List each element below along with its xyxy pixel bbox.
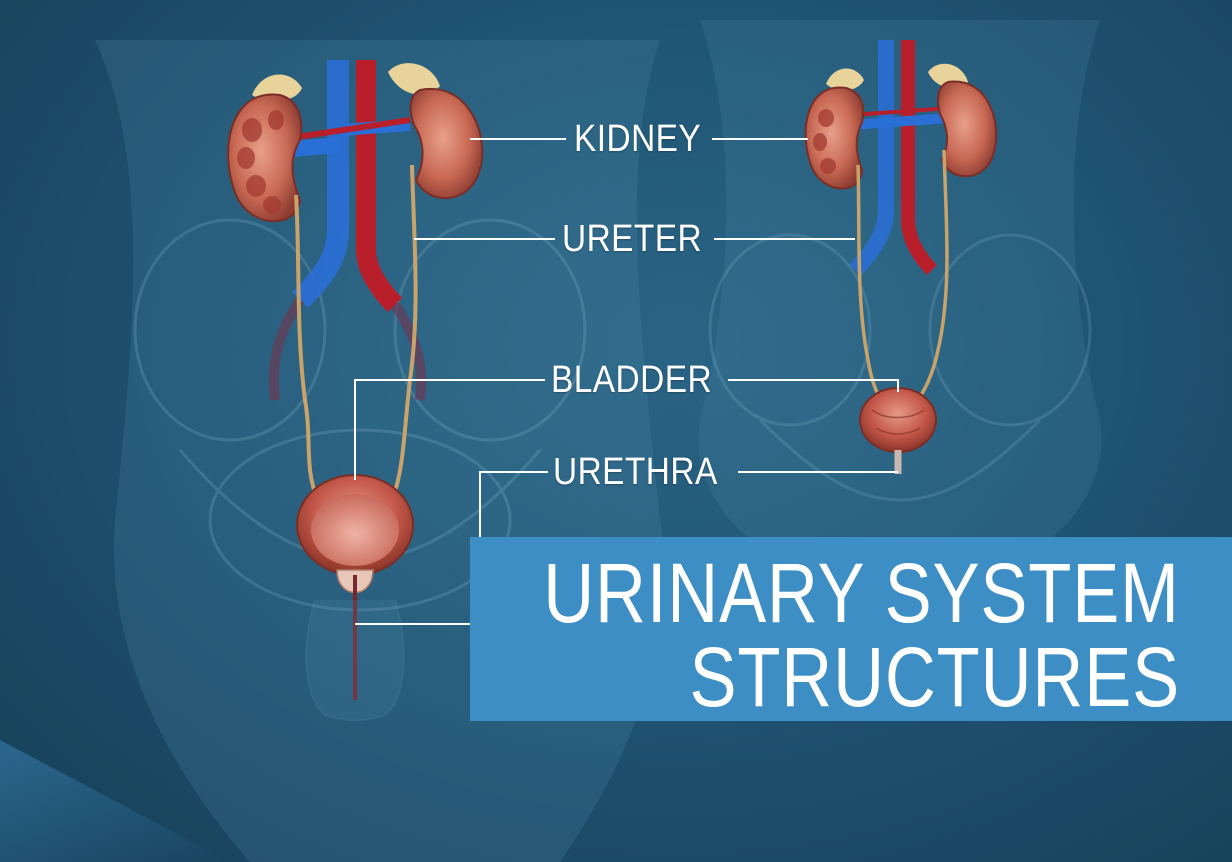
aorta [356, 60, 403, 313]
female-ureter-right [912, 149, 949, 407]
female-renal-vessels [849, 113, 951, 130]
kidney-left-cortex [237, 110, 284, 214]
label-urethra: URETHRA [553, 451, 718, 493]
kidney-right [409, 87, 484, 200]
pelvis-female [708, 233, 1092, 502]
female-kidney-left-cortex [813, 109, 836, 174]
leader-bladder-right [728, 379, 899, 392]
label-ureter: URETER [562, 218, 703, 260]
female-aorta [901, 40, 938, 275]
bladder-male-inner [311, 494, 399, 566]
vena-cava [292, 60, 349, 308]
bladder-female-texture [871, 409, 925, 435]
bladder-female [859, 387, 937, 453]
ureter-right [390, 164, 418, 501]
female-renal-artery [851, 106, 951, 117]
ureter-left [294, 194, 320, 501]
label-kidney: KIDNEY [574, 118, 702, 160]
male-urinary-system [227, 60, 484, 721]
title-line-1: URINARY SYSTEM [543, 546, 1180, 640]
title-line-2: STRUCTURES [689, 630, 1180, 724]
title-banner: URINARY SYSTEM STRUCTURES [470, 537, 1232, 721]
body-silhouette-female [698, 20, 1102, 560]
renal-artery [289, 117, 411, 141]
corner-glow [0, 740, 230, 862]
penis-outline [305, 599, 405, 721]
female-kidney-right [937, 80, 998, 178]
female-adrenal-left [826, 68, 864, 91]
label-bladder: BLADDER [551, 359, 713, 401]
leader-bladder-left [354, 379, 545, 480]
female-urinary-system [804, 40, 998, 474]
iliac-vessels [268, 297, 427, 401]
adrenal-right [388, 63, 440, 95]
